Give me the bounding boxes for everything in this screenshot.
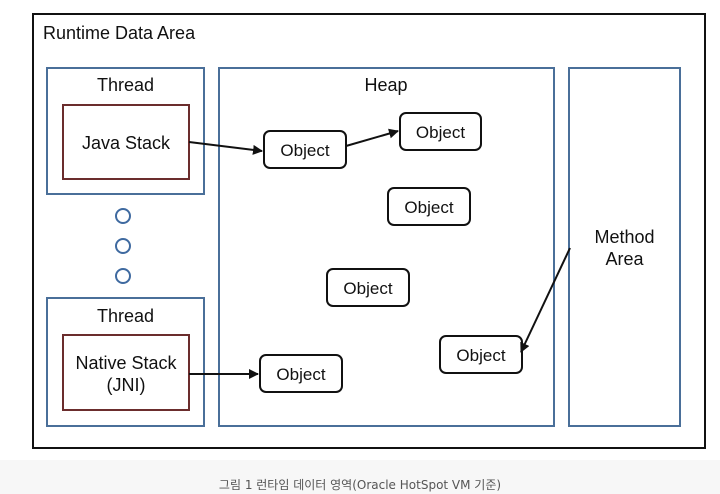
java-stack-box xyxy=(62,104,190,180)
native-stack-box xyxy=(62,334,190,411)
heap-object-box xyxy=(263,130,347,169)
heap-object-box xyxy=(387,187,471,226)
heap-object-box xyxy=(326,268,410,307)
method-area-label-line2: Area xyxy=(605,249,644,269)
thread-ellipsis-dot xyxy=(115,208,131,224)
heap-object-label: Object xyxy=(343,279,392,298)
heap-object-label: Object xyxy=(416,123,465,142)
figure-caption: 그림 1 런타임 데이터 영역(Oracle HotSpot VM 기준) xyxy=(218,478,502,492)
heap-object-label: Object xyxy=(404,198,453,217)
heap-object-box xyxy=(259,354,343,393)
java-stack-to-object-arrow xyxy=(188,141,263,155)
thread-ellipsis-dot xyxy=(115,268,131,284)
java-stack-label: Java Stack xyxy=(82,133,171,153)
heap-object-label: Object xyxy=(280,141,329,160)
heap-object-label: Object xyxy=(456,346,505,365)
object-to-object-arrow xyxy=(345,128,399,147)
heap-object-box xyxy=(399,112,482,151)
thread-label-2: Thread xyxy=(97,306,154,326)
runtime-data-area-diagram: Runtime Data Area Thread Java Stack Thre… xyxy=(32,13,706,449)
heap-object-label: Object xyxy=(276,365,325,384)
method-area-to-object-arrow xyxy=(520,247,571,353)
native-stack-sublabel: (JNI) xyxy=(107,375,146,395)
method-area-box xyxy=(568,67,681,427)
thread-label-1: Thread xyxy=(97,75,154,95)
method-area-label: Method xyxy=(594,227,654,247)
thread-ellipsis-dot xyxy=(115,238,131,254)
heap-object-box xyxy=(439,335,523,374)
caption-bar: 그림 1 런타임 데이터 영역(Oracle HotSpot VM 기준) xyxy=(0,460,720,494)
heap-label: Heap xyxy=(364,75,407,95)
native-stack-label: Native Stack xyxy=(75,353,177,373)
runtime-data-area-title: Runtime Data Area xyxy=(43,23,196,43)
